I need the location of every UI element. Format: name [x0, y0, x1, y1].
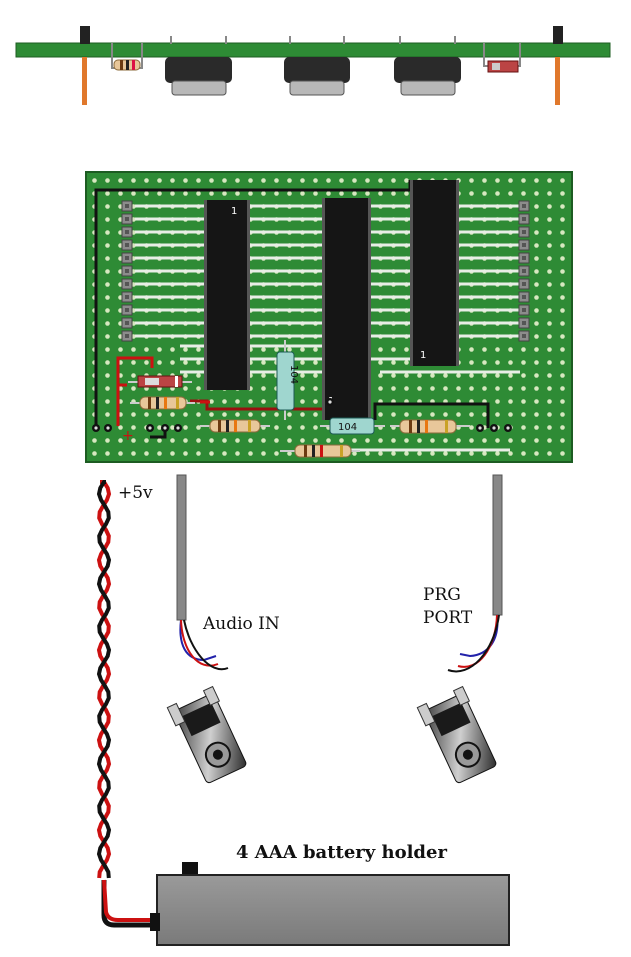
side-resistor: [111, 43, 143, 71]
header-right: [518, 200, 530, 342]
side-chip-3: [394, 36, 461, 96]
side-diode: [483, 43, 521, 73]
side-view-board: [15, 26, 611, 105]
ic-1-pin1-label: 1: [231, 206, 237, 217]
prg-cable: [447, 474, 503, 673]
side-post-left: [80, 26, 90, 44]
capacitor-vertical: 104: [276, 340, 299, 420]
audio-jack: [166, 685, 247, 784]
audio-cable: [176, 474, 229, 671]
polarity-plus: +: [122, 428, 134, 444]
capacitor-horizontal: 104: [320, 417, 385, 435]
ic-3-pin1-label: 1: [420, 350, 426, 361]
ic-2: [322, 198, 371, 420]
resistor-1: [130, 396, 195, 410]
resistor-3: [280, 444, 360, 458]
board-diode: [128, 375, 192, 388]
audio-in-label: Audio IN: [203, 614, 280, 634]
side-post-right: [553, 26, 563, 44]
header-left: [121, 200, 133, 342]
prg-port-label-line2: PORT: [423, 608, 473, 628]
power-wire-twisted: [96, 480, 160, 928]
prg-jack: [416, 685, 497, 784]
prg-port-label-line1: PRG: [423, 585, 461, 605]
battery-holder: [150, 862, 510, 946]
solder-pads: [92, 398, 512, 432]
power-label: +5v: [118, 483, 153, 503]
capacitor-horizontal-label: 104: [338, 422, 357, 433]
ic-1: [204, 200, 250, 390]
ic-3: [410, 180, 459, 366]
side-chip-1: [165, 36, 232, 96]
side-chip-2: [284, 36, 350, 96]
battery-holder-label: 4 AAA battery holder: [236, 842, 447, 863]
resistor-2: [200, 419, 270, 433]
capacitor-vertical-label: 104: [288, 365, 299, 384]
resistor-4: [390, 419, 470, 434]
